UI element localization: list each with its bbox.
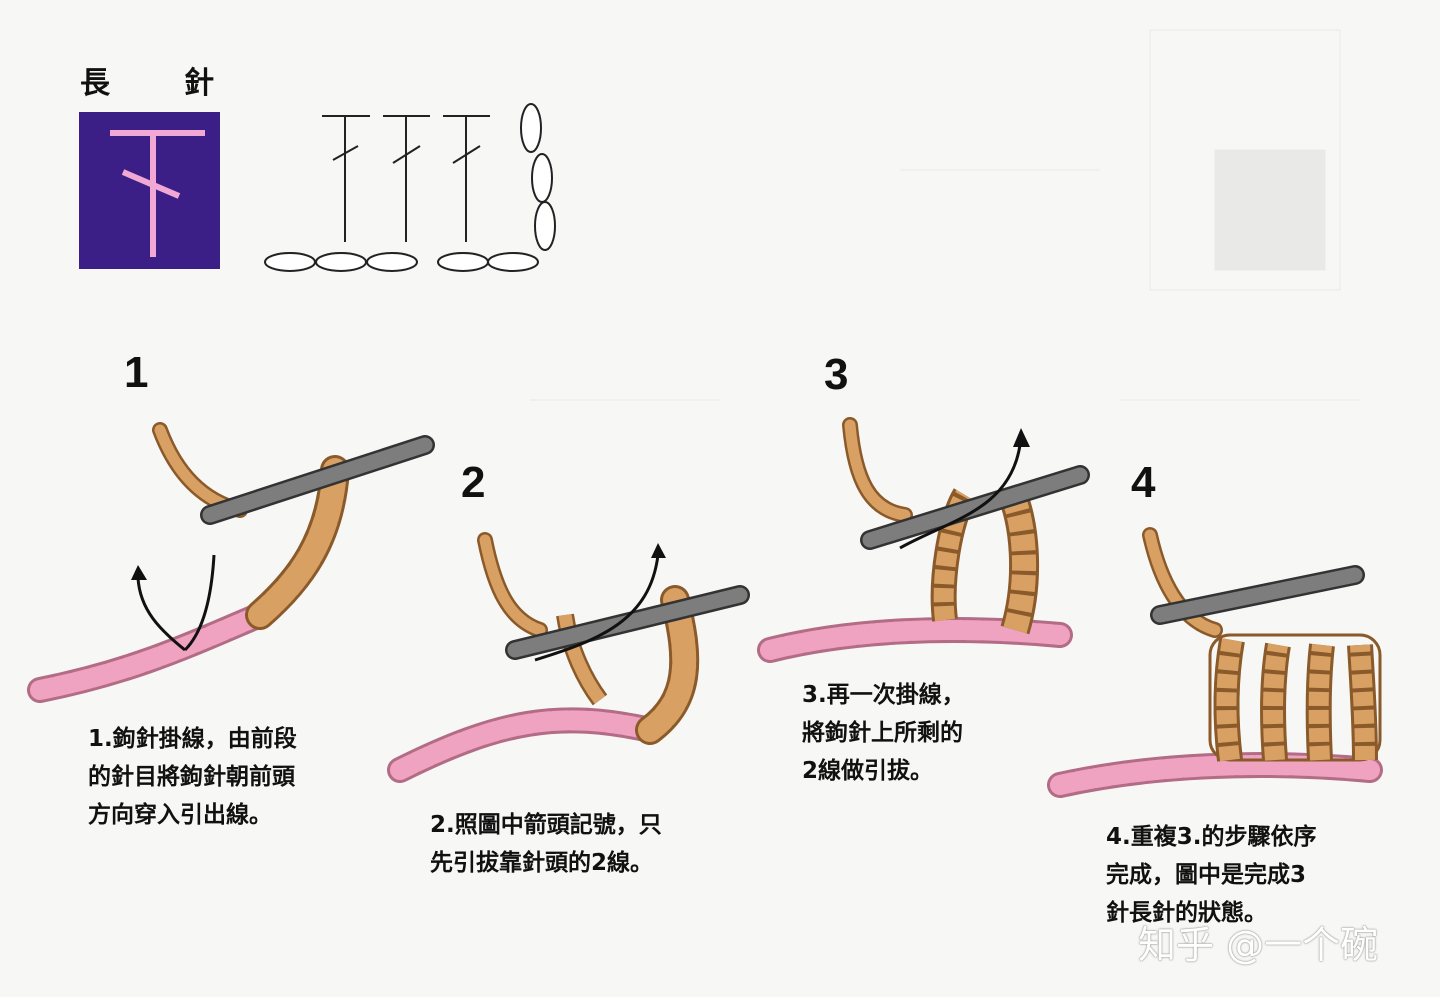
step-2-illustration: [387, 532, 750, 783]
step-4-caption-line: 針長針的狀態。: [1106, 900, 1267, 926]
step-1-caption-line: 1.鉤針掛線，由前段: [88, 726, 297, 752]
step-1-caption-line: 的針目將鉤針朝前頭: [88, 764, 295, 790]
step-1-caption-line: 方向穿入引出線。: [88, 802, 272, 828]
step-2-caption: 2.照圖中箭頭記號，只 先引拔靠針頭的2線。: [430, 806, 662, 882]
step-1-caption: 1.鉤針掛線，由前段 的針目將鉤針朝前頭 方向穿入引出線。: [88, 720, 297, 834]
symbol-chart: [264, 103, 556, 272]
step-4-caption-line: 完成，圖中是完成3: [1106, 862, 1307, 888]
double-crochet-symbol: [110, 130, 205, 257]
step-3-illustration: [757, 417, 1090, 663]
step-2-caption-line: 先引拔靠針頭的2線。: [430, 850, 654, 876]
watermark: 知乎 @一个碗: [1138, 923, 1379, 967]
page-title: 長 針: [80, 58, 214, 102]
title-char-2: 針: [184, 66, 214, 101]
background-bleed: [530, 29, 1360, 401]
step-2-caption-line: 2.照圖中箭頭記號，只: [430, 812, 662, 838]
step-1-number: 1: [124, 348, 149, 397]
title-char-1: 長: [80, 66, 110, 101]
step-4-caption: 4.重複3.的步驟依序 完成，圖中是完成3 針長針的狀態。: [1106, 818, 1316, 932]
step-3-number: 3: [824, 350, 849, 399]
step-3-caption-line: 將鉤針上所剩的: [802, 720, 963, 746]
step-4-number: 4: [1131, 458, 1156, 507]
step-2-number: 2: [461, 458, 486, 507]
step-4-caption-line: 4.重複3.的步驟依序: [1106, 824, 1317, 850]
stitch-symbol-box: [79, 112, 220, 269]
step-3-caption-line: 3.再一次掛線，: [802, 682, 965, 708]
step-3-caption: 3.再一次掛線， 將鉤針上所剩的 2線做引拔。: [802, 676, 965, 790]
step-4-illustration: [1047, 527, 1383, 798]
step-1-illustration: [27, 422, 435, 703]
step-3-caption-line: 2線做引拔。: [802, 758, 934, 784]
